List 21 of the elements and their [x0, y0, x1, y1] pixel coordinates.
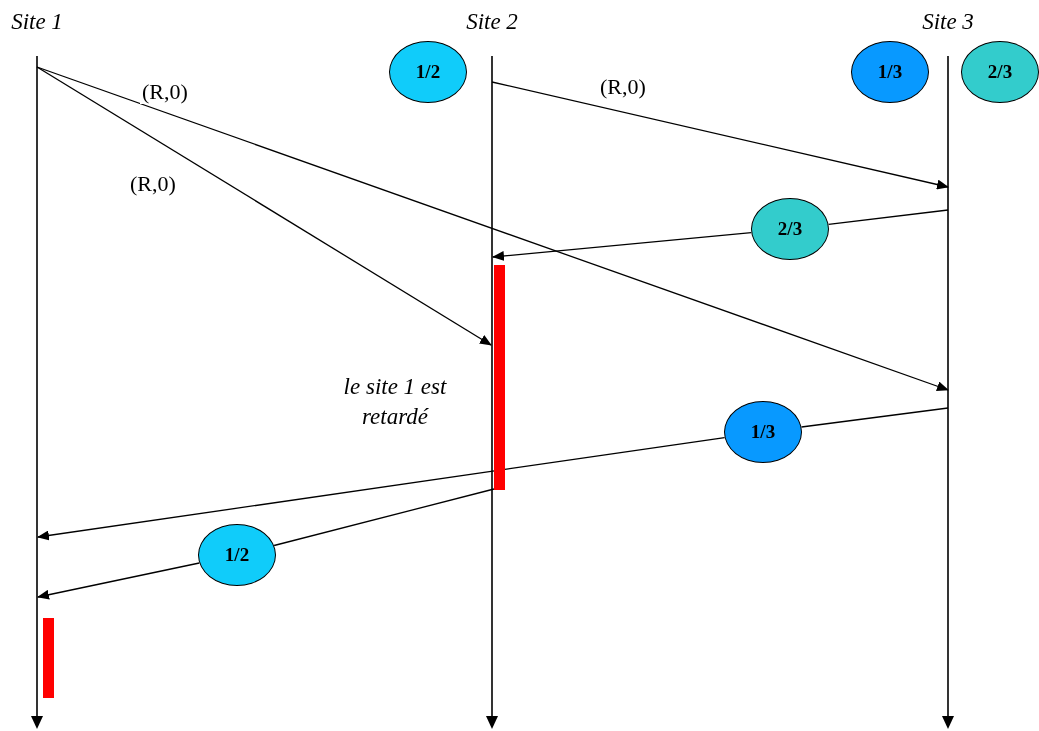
message-arrow [37, 436, 726, 541]
message-arrow [36, 66, 492, 346]
message-arrow [36, 66, 949, 392]
message-circle: 1/2 [198, 524, 276, 586]
message-circle: 1/3 [851, 41, 929, 103]
message-arrow [37, 562, 200, 600]
message-line [273, 488, 495, 547]
site-label: Site 1 [10, 8, 64, 36]
message-arrow [491, 81, 949, 190]
site-label: Site 2 [465, 8, 519, 36]
annotation-note: le site 1 est retardé [342, 373, 448, 431]
message-circle: 1/2 [389, 41, 467, 103]
message-circle: 2/3 [751, 198, 829, 260]
message-arrow [492, 232, 752, 261]
message-line [827, 209, 949, 226]
message-line [800, 407, 949, 428]
message-circle: 2/3 [961, 41, 1039, 103]
site-label: Site 3 [921, 8, 975, 36]
blocked-period-bar [43, 618, 54, 698]
blocked-period-bar [494, 265, 505, 490]
message-circle: 1/3 [724, 401, 802, 463]
